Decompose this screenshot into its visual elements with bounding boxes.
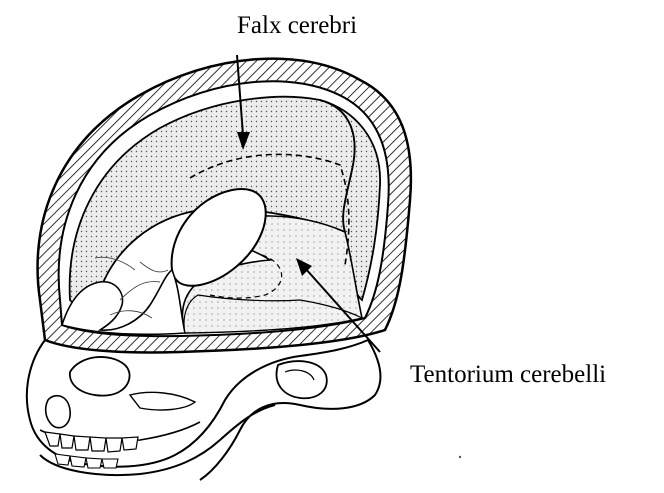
label-falx-cerebri: Falx cerebri xyxy=(237,13,357,38)
lower-teeth xyxy=(55,454,118,468)
speck xyxy=(459,456,461,458)
label-tentorium-cerebelli: Tentorium cerebelli xyxy=(410,362,606,387)
zygomatic-arch xyxy=(130,392,195,410)
orbit xyxy=(70,357,130,396)
nasal-aperture xyxy=(46,396,71,428)
ear-mastoid xyxy=(277,361,327,398)
upper-teeth xyxy=(45,432,138,452)
